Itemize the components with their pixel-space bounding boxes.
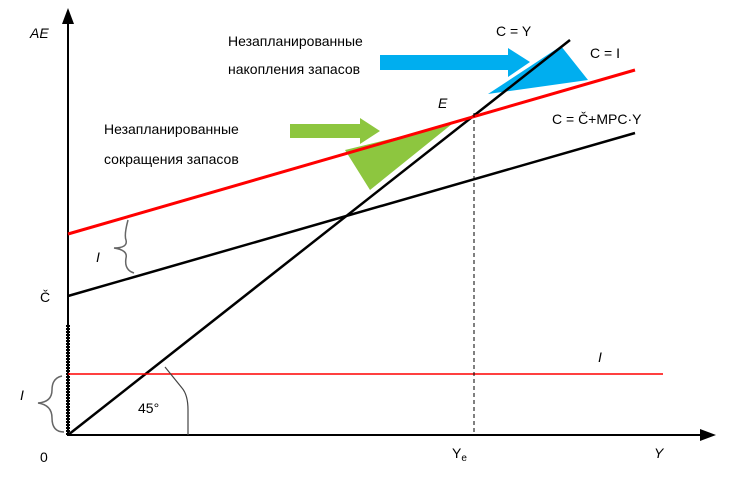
investment-line-label: I [598, 349, 602, 365]
origin-label: 0 [40, 449, 48, 465]
angle-label: 45° [138, 400, 159, 416]
reduction-text-line1: Незапланированные [104, 121, 239, 137]
y-axis-label: AE [29, 25, 49, 41]
consumption-line [67, 131, 636, 298]
consumption-function-label: C = Č+MPC·Y [552, 111, 642, 127]
equilibrium-output-label: Ye [452, 445, 467, 464]
c-eq-y-label: C = Y [496, 23, 532, 39]
reduction-arrow [290, 118, 380, 144]
ye-sub: e [461, 453, 467, 464]
investment-gap-brace [113, 219, 135, 274]
x-axis-label: Y [654, 445, 665, 461]
aggregate-expenditure-line [67, 68, 636, 236]
investment-gap-label: I [96, 249, 100, 265]
accumulation-text-line1: Незапланированные [228, 33, 363, 49]
equilibrium-label: E [438, 95, 448, 111]
c-eq-i-label: C = I [590, 45, 620, 61]
line-45-degree [67, 39, 571, 436]
c-intercept-label: Č [40, 289, 50, 305]
investment-axis-label: I [20, 387, 24, 403]
ye-main: Y [452, 445, 462, 461]
x-axis-arrow-icon [700, 429, 716, 441]
accumulation-arrow [380, 48, 530, 77]
angle-brace [164, 366, 189, 435]
accumulation-area [488, 46, 588, 94]
reduction-text-line2: сокращения запасов [104, 151, 239, 167]
y-axis-arrow-icon [62, 8, 74, 24]
investment-axis-brace [37, 375, 65, 433]
reduction-area [345, 124, 452, 190]
accumulation-text-line2: накопления запасов [228, 61, 360, 77]
